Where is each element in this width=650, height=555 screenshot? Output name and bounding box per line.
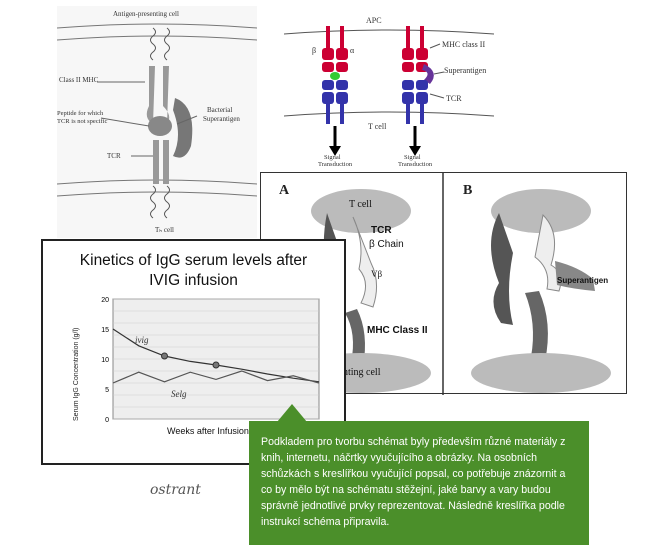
chart-ytick-label: 5 [105,387,109,394]
sketch-bacterial-label: Bacterial [207,106,233,114]
sketch-peptide-label: Peptide for which TCR is not specific [57,110,108,125]
chart-series-line-selg [112,370,320,384]
structure-presenting-label: nting cell [343,367,381,378]
chart-selg-annotation: Selg [171,389,187,399]
handwritten-note: ostrant [150,482,201,498]
sketch-diagram-panel: Antigen-presenting cell Class II MHC Pep… [56,6,258,238]
sketch-superantigen-label: Superantigen [203,115,240,123]
mhc-apc-label: APC [366,16,382,25]
callout-text: Podkladem pro tvorbu schémat byly předev… [261,436,566,528]
structure-b-label: B [463,183,473,198]
mhc-class2-label: MHC class II [442,40,486,49]
chart-title-line-1: Kinetics of IgG serum levels after [79,252,308,269]
chart-title-line-2: IVIG infusion [149,272,238,289]
structure-a-label: A [279,183,290,198]
mhc-tcr-label: TCR [446,94,462,103]
description-callout: Podkladem pro tvorbu schémat byly předev… [249,404,589,545]
chart-ivig-annotation: ivig [135,335,149,345]
chart-xlabel: Weeks after Infusion [167,426,249,436]
sketch-mhc-label: Class II MHC [59,76,99,84]
sketch-th-cell-label: Tₕ cell [155,226,174,234]
mhc-superantigen-panel: APC MHC class II Superantigen TCR T cell… [283,8,495,168]
sketch-drawing [56,23,258,219]
sketch-tcr-label: TCR [107,152,121,160]
chart-data-point [161,352,168,360]
chart-ylabel: Serum IgG Concentration (g/l) [73,327,80,421]
structure-mhc-label: MHC Class II [367,325,428,336]
structure-vbeta-label: Vβ [371,269,383,279]
structure-beta-chain-label: β Chain [369,239,404,250]
mhc-signal-label-2: Signal [404,154,421,161]
chart-ytick-label: 0 [105,417,109,424]
structure-superantigen-label: Superantigen [557,276,609,285]
mhc-superantigen-label: Superantigen [444,66,487,75]
structure-tcr-label: TCR [371,225,392,236]
mhc-drawing [283,26,495,156]
callout-pointer [277,404,307,422]
chart-svg: 20 15 10 5 0 [101,297,320,424]
chart-ytick-label: 20 [101,297,109,304]
mhc-beta-label: β [312,46,317,55]
sketch-apc-label: Antigen-presenting cell [113,10,179,18]
mhc-transduction-label-1: Transduction [318,161,353,168]
chart-data-point [212,361,220,369]
mhc-transduction-label-2: Transduction [398,161,433,168]
chart-ytick-label: 10 [101,357,109,364]
chart-ytick-label: 15 [101,327,109,334]
structure-tcell-label: T cell [349,199,372,210]
mhc-signal-label-1: Signal [324,154,341,161]
mhc-tcell-label: T cell [368,122,387,131]
mhc-alpha-label: α [350,46,355,55]
igg-chart-panel: Kinetics of IgG serum levels after IVIG … [41,239,346,465]
